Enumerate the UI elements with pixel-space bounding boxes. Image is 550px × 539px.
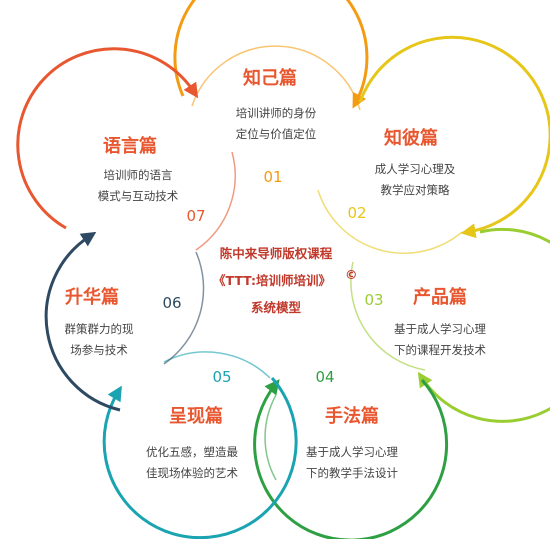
petal-06: 升华篇 群策群力的现 场参与技术 06 <box>65 286 182 357</box>
arc-06 <box>44 231 121 412</box>
petal-desc-2: 下的教学手法设计 <box>306 466 398 480</box>
arc-06-inner <box>163 251 205 365</box>
petal-desc-1: 培训师的语言 <box>104 168 173 182</box>
petal-desc-2: 佳现场体验的艺术 <box>146 466 238 480</box>
arc-02-inner <box>317 189 463 254</box>
petal-desc-1: 培训讲师的身份 <box>236 106 317 120</box>
petal-desc-2: 教学应对策略 <box>381 183 450 197</box>
center-line-2: 《TTT:培训师培训》 <box>213 273 331 288</box>
petal-number: 02 <box>347 204 366 222</box>
petal-number: 03 <box>364 291 383 309</box>
arc-05-inner <box>163 351 271 379</box>
arc-03 <box>417 227 550 423</box>
arc-04-inner <box>264 394 277 481</box>
petal-desc-1: 优化五感，塑造最 <box>146 445 238 459</box>
arc-04 <box>253 378 449 539</box>
petal-01: 知己篇 培训讲师的身份 定位与价值定位 01 <box>236 67 317 186</box>
petal-title: 知彼篇 <box>384 127 438 149</box>
petal-desc-2: 场参与技术 <box>70 343 128 357</box>
arc-05 <box>102 377 298 539</box>
petal-title: 语言篇 <box>103 135 157 157</box>
petal-05: 呈现篇 优化五感，塑造最 佳现场体验的艺术 05 <box>146 368 238 480</box>
petal-title: 知己篇 <box>243 67 297 89</box>
petal-02: 知彼篇 成人学习心理及 教学应对策略 02 <box>347 127 455 222</box>
petal-number: 01 <box>263 168 282 186</box>
center-line-3: 系统模型 <box>251 300 302 315</box>
petal-desc-1: 基于成人学习心理 <box>394 322 486 336</box>
petal-number: 06 <box>162 294 181 312</box>
petal-desc-2: 模式与互动技术 <box>98 189 179 203</box>
petal-title: 呈现篇 <box>169 405 223 427</box>
petal-03: 产品篇 基于成人学习心理 下的课程开发技术 03 <box>364 286 486 357</box>
arc-02 <box>358 35 550 239</box>
arc-07-inner <box>195 151 236 251</box>
petal-number: 05 <box>212 368 231 386</box>
petal-desc-2: 下的课程开发技术 <box>394 343 486 357</box>
petal-04: 手法篇 基于成人学习心理 下的教学手法设计 04 <box>306 368 398 480</box>
petal-title: 产品篇 <box>413 286 467 308</box>
arc-01 <box>173 0 369 109</box>
petal-07: 语言篇 培训师的语言 模式与互动技术 07 <box>98 135 206 225</box>
petal-title: 手法篇 <box>325 405 379 427</box>
copyright-mark: © <box>345 267 358 282</box>
arc-03-inner <box>350 261 426 371</box>
petal-desc-2: 定位与价值定位 <box>236 127 317 141</box>
arc-07 <box>16 47 199 230</box>
petal-title: 升华篇 <box>65 286 119 308</box>
petal-desc-1: 基于成人学习心理 <box>306 445 398 459</box>
petal-number: 04 <box>315 368 334 386</box>
center-line-1: 陈中来导师版权课程 <box>220 246 333 261</box>
arc-01-inner <box>191 45 361 111</box>
petal-number: 07 <box>186 207 205 225</box>
petal-arcs <box>16 0 550 539</box>
center-label: 陈中来导师版权课程 《TTT:培训师培训》 © 系统模型 <box>213 246 357 315</box>
petal-desc-1: 群策群力的现 <box>65 322 134 336</box>
petal-desc-1: 成人学习心理及 <box>375 162 456 176</box>
